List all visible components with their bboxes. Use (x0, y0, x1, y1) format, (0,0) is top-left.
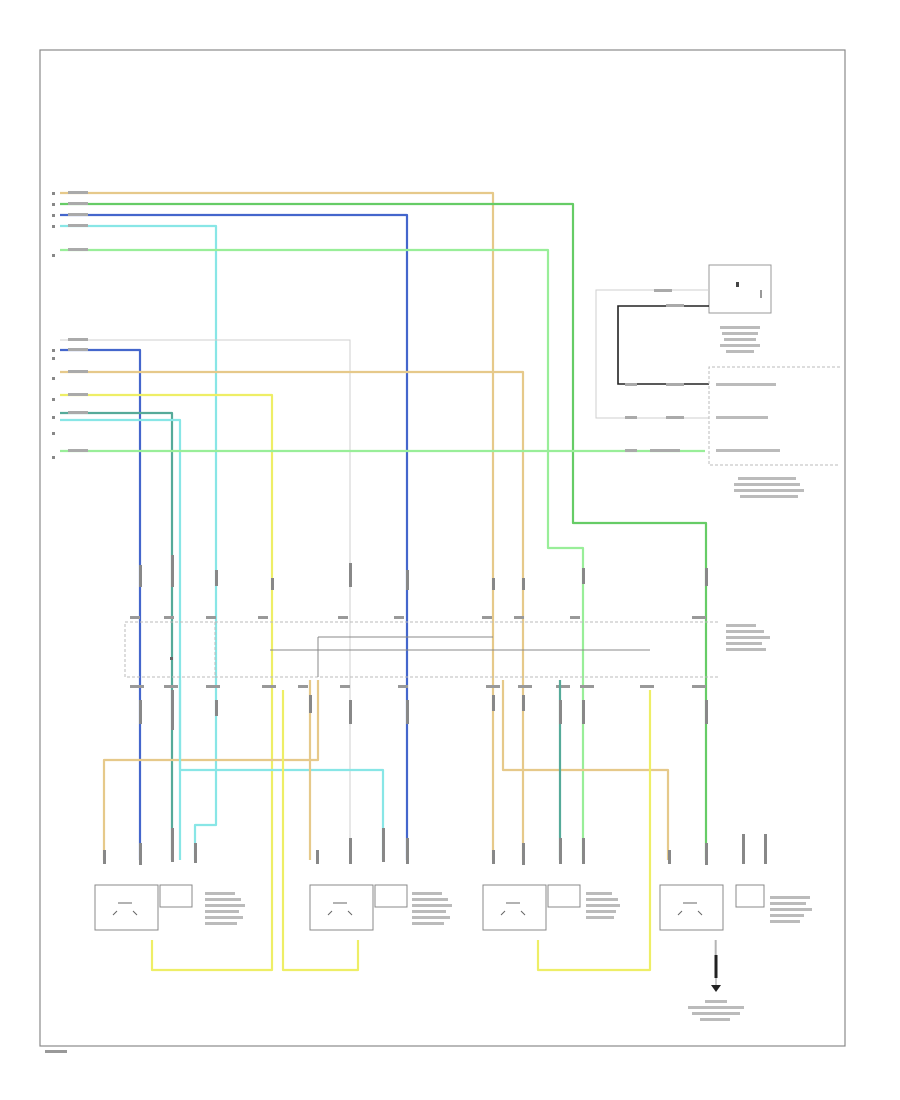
wire-tan-2 (60, 370, 525, 860)
wire-tag (68, 370, 88, 373)
wire-tag (666, 304, 684, 307)
wire-tag (68, 393, 88, 396)
left-pin-markers (52, 192, 55, 459)
center-connector-block (124, 616, 770, 688)
wire-tag (68, 411, 88, 414)
actuator-3-label (586, 892, 620, 919)
sensor-module-group (595, 264, 840, 498)
motor-actuator-icon (482, 884, 547, 931)
connector-label-block (726, 624, 770, 651)
actuator-motor-4 (659, 884, 812, 931)
wire-tag (68, 202, 88, 205)
top-harness (52, 191, 708, 972)
wire-tag (625, 449, 637, 452)
wire-tan-3 (102, 680, 320, 860)
wire-yellow-1 (60, 393, 274, 972)
actuator-1-label (205, 892, 245, 925)
sensor-label-block (720, 326, 760, 353)
actuator-motor-1 (94, 884, 245, 931)
connector-block-icon (547, 884, 581, 908)
wire-dkgreen-blk-1 (60, 411, 174, 860)
sensor-pin (736, 282, 739, 287)
lower-harness (102, 680, 716, 972)
wire-tag (68, 224, 88, 227)
wire-dark-blue-2 (60, 348, 142, 860)
wire-white-loop (595, 289, 709, 419)
connector-pin-labels (130, 616, 706, 688)
wire-light-green-1 (60, 248, 585, 860)
actuator-2-label (412, 892, 452, 925)
vertical-wire-tags (103, 555, 767, 865)
actuator-motor-3 (482, 884, 620, 931)
wire-tag (625, 383, 637, 386)
wire-tag (625, 416, 637, 419)
wire-tag (68, 348, 88, 351)
wire-yellow-2 (281, 690, 360, 972)
wire-dark-green-1 (60, 202, 708, 860)
actuator-motor-2 (309, 884, 452, 931)
wire-tag (666, 383, 684, 386)
wire-light-blue-2 (60, 418, 182, 860)
wire-dark-blue-1 (60, 213, 409, 860)
ground-label (688, 1000, 744, 1021)
wire-tag (68, 449, 88, 452)
wire-yellow-3 (536, 690, 652, 972)
sunload-sensor-box (708, 264, 772, 314)
wire-tag (68, 338, 88, 341)
wire-tan-5 (501, 680, 670, 860)
wire-light-blue-3 (178, 680, 385, 860)
control-module-outline (708, 366, 840, 466)
motor-actuator-icon (309, 884, 374, 931)
wire-tan-1 (60, 191, 495, 860)
wire-light-blue-1 (60, 224, 218, 860)
motor-actuator-icon (659, 884, 724, 931)
wire-black-loop (617, 305, 709, 385)
actuator-4-label (770, 896, 812, 923)
ground-symbol-icon (688, 940, 744, 1021)
wire-tag (68, 248, 88, 251)
wire-tag (654, 289, 672, 292)
sensor-pin (760, 290, 762, 298)
connector-block-icon (374, 884, 408, 908)
connector-block-icon (159, 884, 193, 908)
footer-code-mark (45, 1050, 67, 1053)
wire-tag (650, 449, 680, 452)
wire-tag (666, 416, 684, 419)
module-pin-labels (716, 383, 804, 498)
connector-block-icon (735, 884, 765, 908)
splice-dot (170, 657, 173, 660)
wire-tag (68, 213, 88, 216)
motor-actuator-icon (94, 884, 159, 931)
diagram-frame (39, 49, 846, 1047)
wire-tag (68, 191, 88, 194)
connector-block-left (124, 621, 216, 678)
